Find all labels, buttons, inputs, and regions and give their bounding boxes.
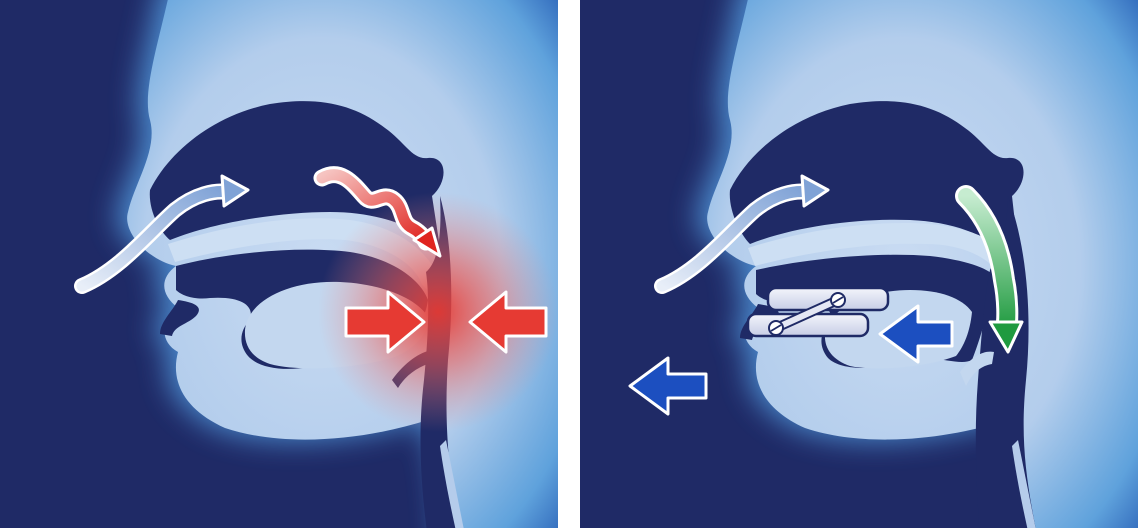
device-screw-icon bbox=[831, 293, 845, 307]
panel-obstructed-airway bbox=[0, 0, 558, 528]
obstructed-airway-illustration bbox=[0, 0, 558, 528]
open-airway-illustration bbox=[580, 0, 1138, 528]
airflow-out-arrow bbox=[630, 358, 706, 414]
device-screw-icon bbox=[769, 321, 783, 335]
panel-open-airway bbox=[580, 0, 1138, 528]
